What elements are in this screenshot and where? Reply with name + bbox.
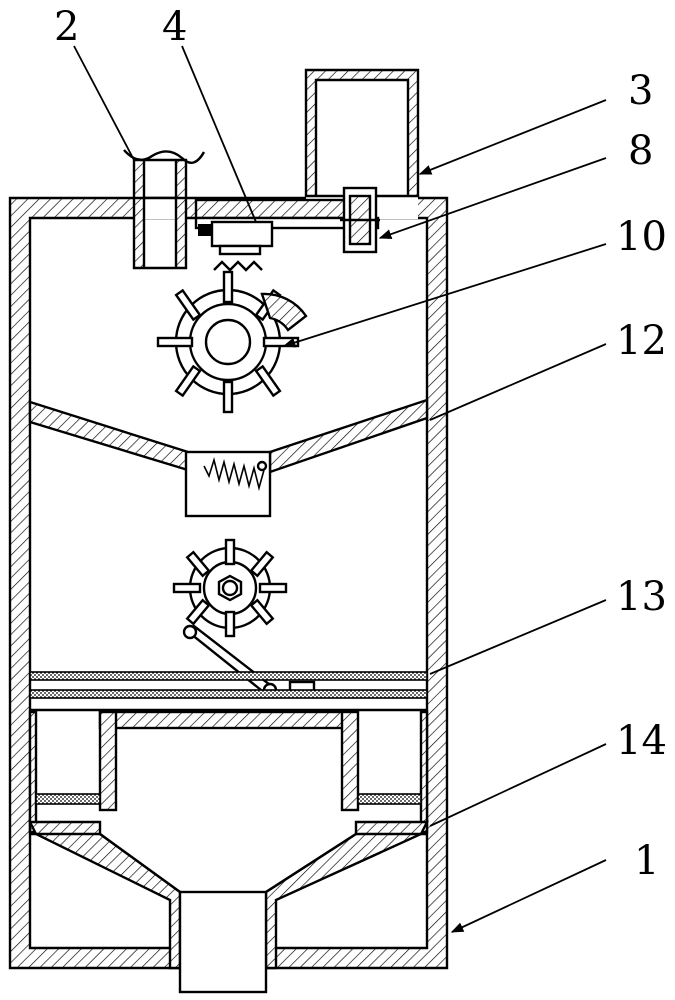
label-upper-gear: 10 xyxy=(616,214,667,260)
label-rail: 4 xyxy=(162,4,187,50)
label-housing: 1 xyxy=(634,838,659,884)
label-inlet: 2 xyxy=(54,4,79,50)
label-hopper: 12 xyxy=(616,318,667,364)
label-screen: 13 xyxy=(616,574,667,620)
motor-box xyxy=(304,68,420,198)
bearing-block xyxy=(340,186,380,254)
label-bearing: 8 xyxy=(628,128,653,174)
crank-linkage xyxy=(182,624,316,698)
collection-frame xyxy=(28,710,429,834)
leader-lines xyxy=(73,45,607,933)
screen-plate xyxy=(29,671,428,712)
label-motor-box: 3 xyxy=(628,68,653,114)
drive-rail xyxy=(194,198,380,256)
lower-crushing-gear xyxy=(172,538,288,638)
reference-labels: 2 4 3 8 10 12 13 14 1 xyxy=(54,4,667,884)
discharge-funnel xyxy=(28,820,429,994)
feed-inlet-pipe xyxy=(123,149,206,270)
spring-valve-box xyxy=(184,450,272,518)
upper-crushing-gear xyxy=(156,260,308,414)
label-funnel: 14 xyxy=(616,718,667,764)
